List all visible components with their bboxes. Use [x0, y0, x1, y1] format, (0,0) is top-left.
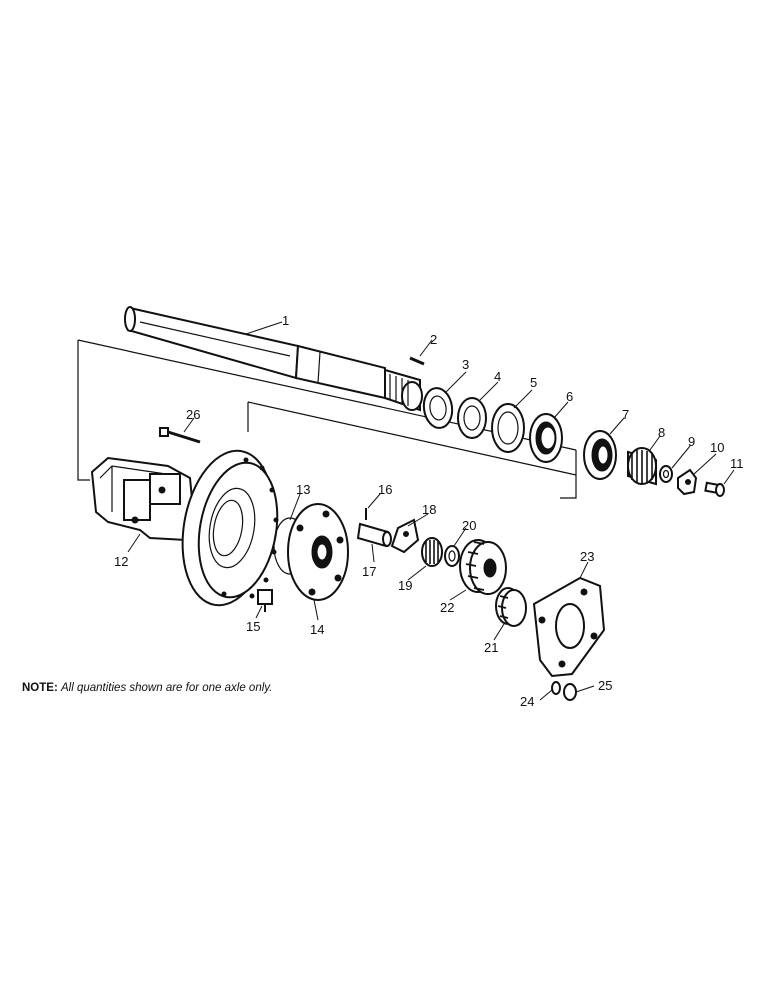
washer-20 [444, 545, 460, 567]
callout-14: 14 [310, 622, 324, 637]
callout-20: 20 [462, 518, 476, 533]
callout-16: 16 [378, 482, 392, 497]
callout-17: 17 [362, 564, 376, 579]
carrier-plate-23 [532, 576, 606, 678]
callout-22: 22 [440, 600, 454, 615]
washer-3 [422, 387, 454, 429]
leader-lines [127, 321, 735, 701]
callout-13: 13 [296, 482, 310, 497]
washer-24 [551, 681, 561, 695]
roller-bearing-8 [627, 447, 657, 486]
callout-4: 4 [494, 369, 501, 384]
bearing-cup-6 [529, 413, 563, 463]
note-prefix: NOTE: [22, 682, 58, 694]
axle-housing-12 [90, 456, 196, 542]
stud-15 [257, 589, 273, 612]
callout-2: 2 [430, 332, 437, 347]
screw [409, 356, 425, 366]
needle-bearing-19 [421, 537, 443, 567]
note-text: NOTE: All quantities shown are for one a… [22, 682, 272, 694]
nut-25 [563, 683, 577, 701]
ring-4 [457, 397, 487, 439]
shaft-pin-17 [356, 522, 392, 548]
callout-24: 24 [520, 694, 534, 709]
seal-5 [491, 403, 525, 453]
callout-25: 25 [598, 678, 612, 693]
callout-26: 26 [186, 407, 200, 422]
washer-9 [659, 465, 673, 483]
planet-gear-22 [459, 539, 507, 595]
callout-9: 9 [688, 434, 695, 449]
callout-10: 10 [710, 440, 724, 455]
callout-1: 1 [282, 313, 289, 328]
sun-gear-21 [495, 587, 527, 627]
bearing-7 [583, 430, 617, 480]
note-body: All quantities shown are for one axle on… [60, 682, 273, 694]
long-bolt-26 [159, 427, 201, 444]
flange-plate-14 [287, 503, 349, 601]
callout-18: 18 [422, 502, 436, 517]
plate-18 [390, 518, 420, 554]
bolt-11 [704, 481, 725, 497]
callout-23: 23 [580, 549, 594, 564]
callout-6: 6 [566, 389, 573, 404]
axle-shaft [124, 306, 423, 412]
callout-11: 11 [730, 456, 744, 471]
callout-19: 19 [398, 578, 412, 593]
callout-15: 15 [246, 619, 260, 634]
retainer-plate-10 [677, 468, 698, 496]
callout-3: 3 [462, 357, 469, 372]
callout-21: 21 [484, 640, 498, 655]
callout-numbers: 1 2 3 4 5 6 7 8 9 10 11 12 13 14 15 16 1… [114, 313, 744, 709]
callout-12: 12 [114, 554, 128, 569]
housing-flange [181, 449, 279, 607]
callout-7: 7 [622, 407, 629, 422]
callout-8: 8 [658, 425, 665, 440]
callout-5: 5 [530, 375, 537, 390]
